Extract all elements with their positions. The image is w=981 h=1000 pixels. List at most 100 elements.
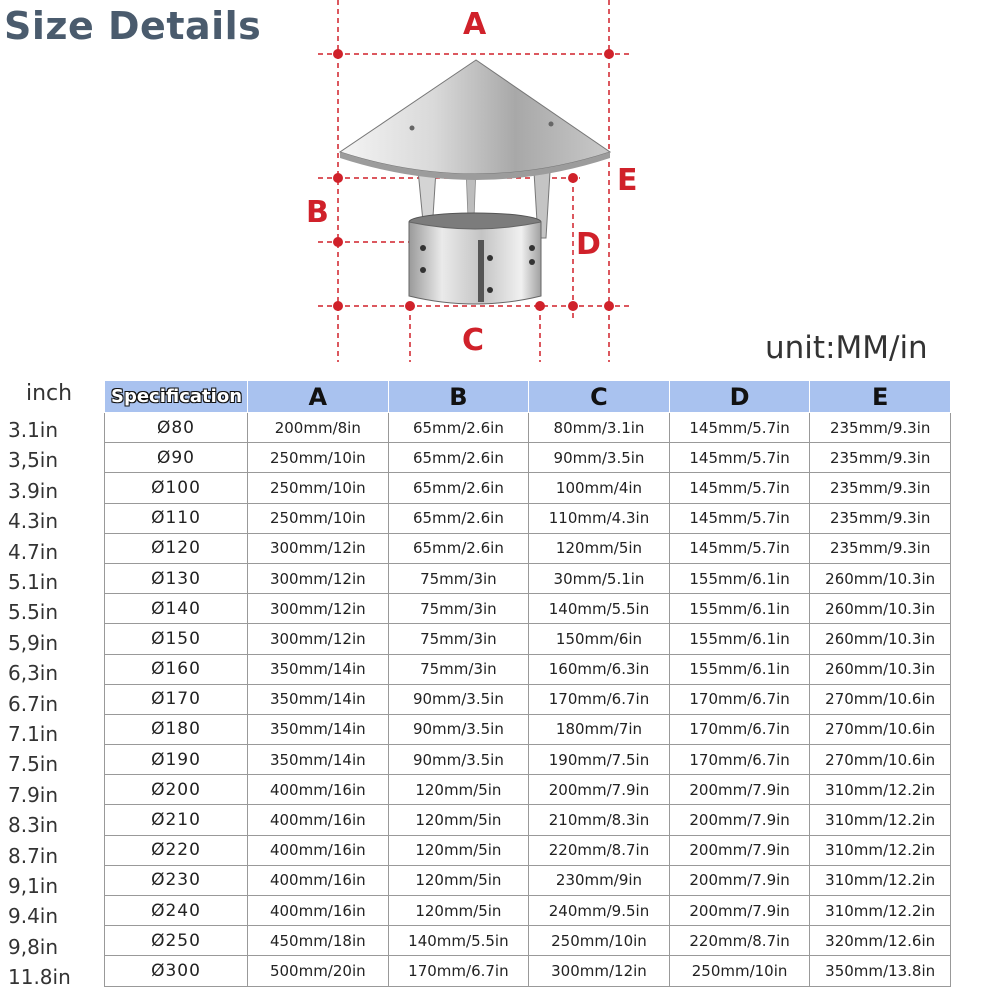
cell-c: 250mm/10in [528,925,670,957]
cell-b: 65mm/2.6in [387,442,530,474]
cell-c: 160mm/6.3in [528,653,670,685]
cell-b: 120mm/5in [387,804,530,836]
cell-d: 145mm/5.7in [668,442,811,474]
cell-e: 310mm/12.2in [809,864,951,897]
inch-label: 3,5in [8,448,59,473]
page-title: Size Details [4,4,262,48]
cell-e: 320mm/12.6in [809,925,951,957]
inch-label: 4.3in [8,509,59,534]
cell-a: 350mm/14in [247,683,389,715]
cell-d: 250mm/10in [668,955,811,987]
cell-e: 310mm/12.2in [809,834,951,866]
cell-a: 400mm/16in [247,834,389,866]
header-b: B [387,380,530,413]
cell-c: 140mm/5.5in [528,593,670,625]
cell-spec: Ø140 [104,593,248,625]
cell-b: 65mm/2.6in [387,532,530,564]
cell-b: 120mm/5in [387,864,530,897]
cell-c: 110mm/4.3in [528,502,670,534]
cell-b: 65mm/2.6in [387,411,530,444]
inch-label: 5.1in [8,570,59,594]
inch-label: 8.3in [8,813,59,838]
cell-c: 150mm/6in [528,623,670,655]
cell-b: 65mm/2.6in [387,502,530,534]
cell-e: 270mm/10.6in [809,683,951,715]
cell-d: 170mm/6.7in [668,683,811,715]
inch-label: 7.5in [8,752,59,777]
cell-e: 310mm/12.2in [809,804,951,836]
cell-e: 260mm/10.3in [809,593,951,625]
label-e: E [617,163,638,198]
cell-spec: Ø210 [104,804,248,836]
cell-b: 75mm/3in [387,653,530,685]
cell-e: 260mm/10.3in [809,562,951,595]
cell-spec: Ø80 [104,411,248,444]
cell-e: 235mm/9.3in [809,472,951,504]
cell-c: 180mm/7in [528,713,670,746]
table-header-row: Specification A B C D E [104,380,951,413]
cell-a: 400mm/16in [247,774,389,806]
cell-e: 310mm/12.2in [809,894,951,927]
cell-b: 90mm/3.5in [387,744,530,776]
inch-label: 3.1in [8,418,59,442]
cell-spec: Ø240 [104,894,248,927]
cell-c: 190mm/7.5in [528,744,670,776]
cell-spec: Ø150 [104,623,248,655]
inch-header: inch [26,381,73,406]
cell-e: 235mm/9.3in [809,411,951,444]
cell-c: 200mm/7.9in [528,774,670,806]
cell-e: 310mm/12.2in [809,774,951,806]
cell-a: 500mm/20in [247,955,389,987]
inch-label: 5,9in [8,630,59,655]
cell-spec: Ø300 [104,955,248,987]
cell-c: 30mm/5.1in [528,562,670,595]
cell-b: 120mm/5in [387,894,530,927]
inch-label: 9,8in [8,934,59,959]
label-a: A [463,7,487,42]
inch-label: 4.7in [8,539,59,564]
cell-c: 100mm/4in [528,472,670,504]
cell-b: 90mm/3.5in [387,713,530,746]
cell-c: 80mm/3.1in [528,411,670,444]
cell-d: 145mm/5.7in [668,532,811,564]
cell-e: 235mm/9.3in [809,442,951,474]
cell-b: 75mm/3in [387,593,530,625]
cell-spec: Ø250 [104,925,248,957]
inch-label: 5.5in [8,600,59,625]
header-c: C [528,380,670,413]
cell-c: 170mm/6.7in [528,683,670,715]
cell-a: 350mm/14in [247,744,389,776]
cell-spec: Ø190 [104,744,248,776]
cell-d: 155mm/6.1in [668,593,811,625]
cell-a: 250mm/10in [247,472,389,504]
header-e: E [809,380,951,413]
cell-d: 145mm/5.7in [668,502,811,534]
cell-a: 400mm/16in [247,804,389,836]
cell-c: 240mm/9.5in [528,894,670,927]
cell-spec: Ø200 [104,774,248,806]
cell-spec: Ø180 [104,713,248,746]
inch-label: 6.7in [8,691,59,716]
cell-a: 300mm/12in [247,623,389,655]
cell-a: 400mm/16in [247,894,389,927]
cell-c: 210mm/8.3in [528,804,670,836]
cell-a: 350mm/14in [247,653,389,685]
cell-b: 75mm/3in [387,623,530,655]
chimney-cap-diagram: A B C D E [306,0,638,362]
cell-d: 170mm/6.7in [668,744,811,776]
cell-e: 270mm/10.6in [809,713,951,746]
cell-spec: Ø100 [104,472,248,504]
cell-a: 250mm/10in [247,442,389,474]
cell-d: 155mm/6.1in [668,562,811,595]
